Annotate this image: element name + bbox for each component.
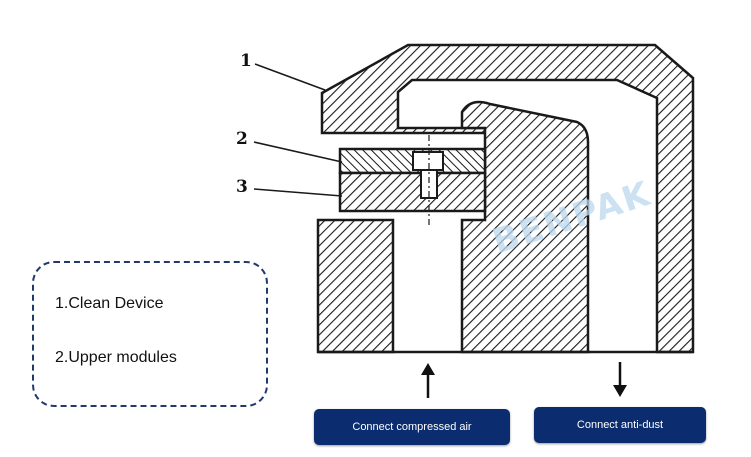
center-block bbox=[460, 100, 590, 354]
legend-item-upper-modules: 2.Upper modules bbox=[55, 349, 177, 366]
leader-line-3 bbox=[253, 188, 343, 197]
screw-shaft bbox=[420, 169, 438, 199]
leader-line-1 bbox=[254, 63, 326, 91]
connect-compressed-air-button[interactable]: Connect compressed air bbox=[314, 409, 510, 445]
legend-item-clean-device: 1.Clean Device bbox=[55, 295, 164, 312]
leader-line-2 bbox=[253, 141, 343, 163]
clean-device bbox=[338, 171, 487, 213]
screw-head bbox=[412, 151, 444, 171]
callout-2: 2 bbox=[236, 129, 248, 149]
callout-3: 3 bbox=[236, 177, 248, 197]
callout-1: 1 bbox=[240, 51, 252, 71]
connect-anti-dust-button[interactable]: Connect anti-dust bbox=[534, 407, 706, 443]
down-arrow-icon bbox=[613, 362, 627, 397]
up-arrow-icon bbox=[421, 363, 435, 398]
legend-box: 1.Clean Device 2.Upper modules bbox=[32, 261, 268, 407]
left-lower-block bbox=[316, 218, 395, 354]
